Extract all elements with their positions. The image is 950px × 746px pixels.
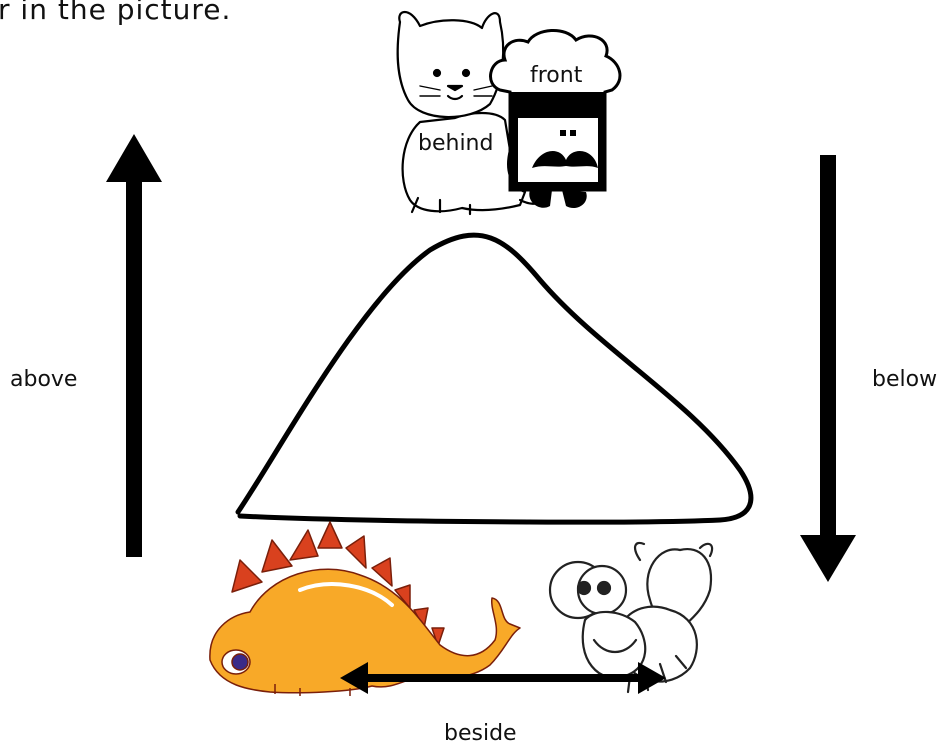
label-beside: beside — [444, 721, 517, 746]
dinosaur-icon — [209, 521, 521, 696]
label-front: front — [530, 63, 583, 88]
hill-outline — [235, 232, 754, 525]
beside-arrow-icon — [340, 662, 666, 694]
cat-icon — [396, 10, 545, 216]
label-below: below — [872, 367, 937, 392]
chef-icon — [489, 29, 622, 209]
fly-icon — [548, 541, 714, 694]
down-arrow-icon — [800, 155, 856, 582]
up-arrow-icon — [106, 134, 162, 557]
label-behind: behind — [418, 131, 493, 156]
heading-text: r in the picture. — [0, 0, 231, 26]
label-above: above — [10, 367, 77, 392]
